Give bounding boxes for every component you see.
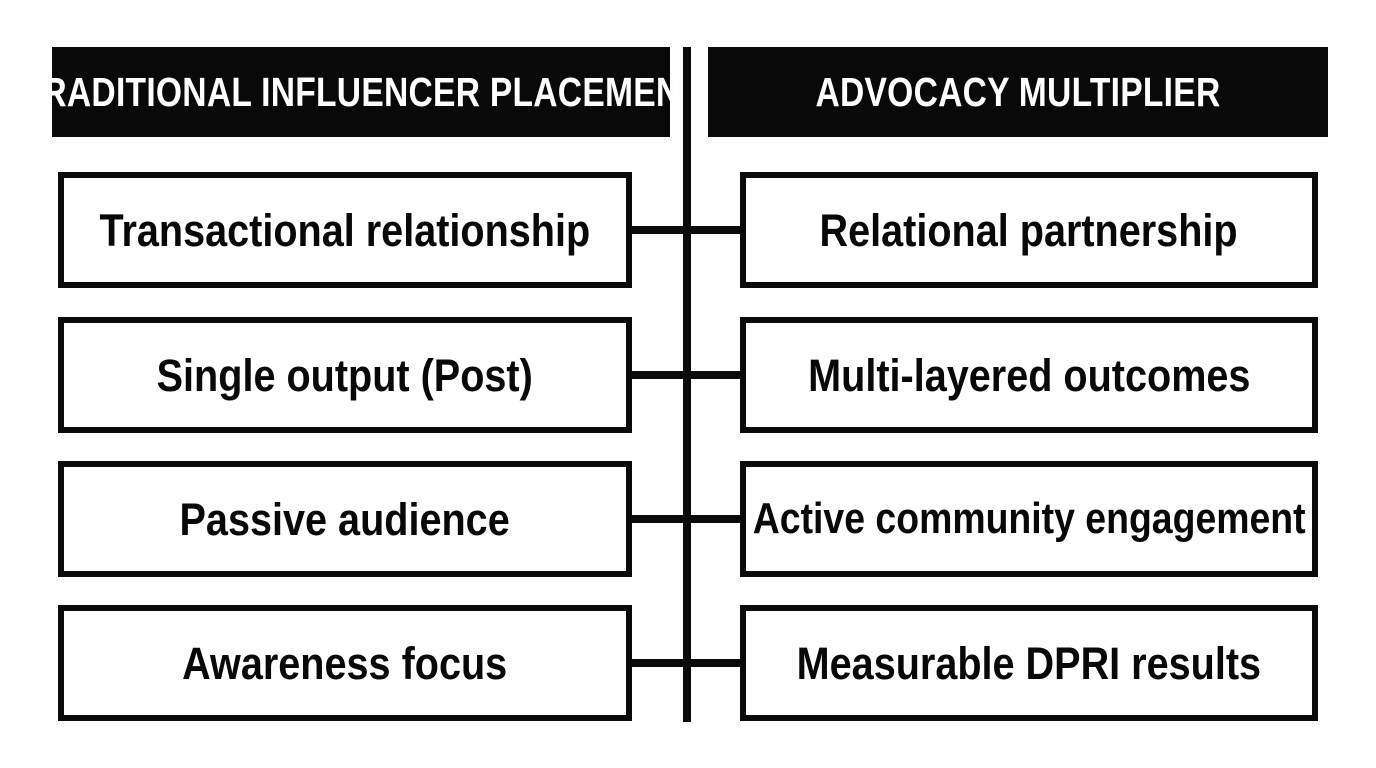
left-box-passive-audience: Passive audience xyxy=(58,461,632,577)
row-connector-line xyxy=(630,659,744,667)
comparison-row: Transactional relationship Relational pa… xyxy=(0,172,1376,288)
center-divider xyxy=(683,47,691,722)
left-box-awareness-focus: Awareness focus xyxy=(58,605,632,721)
comparison-row: Single output (Post) Multi-layered outco… xyxy=(0,317,1376,433)
right-box-label: Measurable DPRI results xyxy=(796,637,1262,689)
right-box-label: Active community engagement xyxy=(752,494,1306,543)
right-box-label: Multi-layered outcomes xyxy=(807,349,1251,401)
column-header-advocacy-label: ADVOCACY MULTIPLIER xyxy=(815,68,1221,115)
left-box-label: Awareness focus xyxy=(182,637,508,689)
right-box-multi-layered-outcomes: Multi-layered outcomes xyxy=(740,317,1318,433)
left-box-label: Passive audience xyxy=(179,493,511,545)
left-box-single-output: Single output (Post) xyxy=(58,317,632,433)
right-box-label: Relational partnership xyxy=(819,204,1239,256)
left-box-label: Transactional relationship xyxy=(99,204,591,256)
column-header-advocacy: ADVOCACY MULTIPLIER xyxy=(708,47,1328,137)
comparison-row: Awareness focus Measurable DPRI results xyxy=(0,605,1376,721)
left-box-transactional-relationship: Transactional relationship xyxy=(58,172,632,288)
row-connector-line xyxy=(630,371,744,379)
left-box-label: Single output (Post) xyxy=(156,349,534,401)
right-box-measurable-dpri-results: Measurable DPRI results xyxy=(740,605,1318,721)
right-box-active-community-engagement: Active community engagement xyxy=(740,461,1318,577)
comparison-row: Passive audience Active community engage… xyxy=(0,461,1376,577)
column-header-traditional-label: TRADITIONAL INFLUENCER PLACEMENT xyxy=(21,68,701,115)
row-connector-line xyxy=(630,226,744,234)
column-header-traditional: TRADITIONAL INFLUENCER PLACEMENT xyxy=(21,47,701,137)
row-connector-line xyxy=(630,515,744,523)
right-box-relational-partnership: Relational partnership xyxy=(740,172,1318,288)
